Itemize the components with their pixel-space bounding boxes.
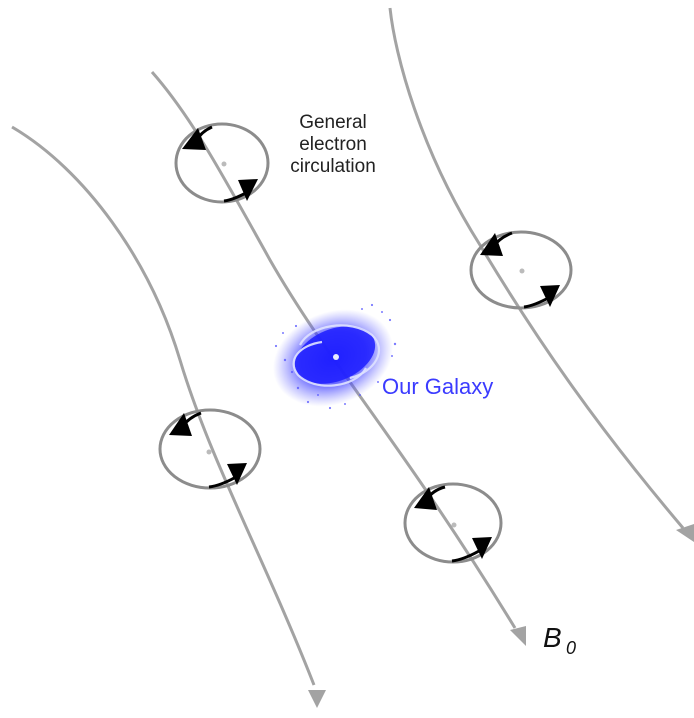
field-label-symbol: B	[543, 622, 562, 653]
galaxy-spiral-arm-2	[292, 340, 367, 387]
circulation-loop-3-ring	[158, 408, 262, 490]
galaxy-icon	[272, 303, 397, 410]
galaxy-dust	[274, 303, 397, 410]
circulation-loop-2-ring	[469, 230, 573, 310]
general-label-line-2: electron	[299, 134, 367, 155]
field-line-right-arrowhead	[676, 524, 694, 542]
circulation-loop-4-arc-lower	[451, 549, 480, 563]
circulation-loop-2-arc-lower	[523, 295, 551, 309]
circulation-loop-4-center	[451, 522, 457, 528]
circulation-loop-2-arrow-upper	[480, 233, 503, 256]
field-label-b0: B 0	[543, 622, 576, 658]
circulation-loop-2-center	[519, 268, 525, 274]
circulation-loop-4	[403, 482, 503, 564]
general-label-line-3: circulation	[290, 156, 376, 177]
field-label-subscript: 0	[566, 638, 576, 658]
field-line-right	[388, 7, 694, 542]
field-line-middle-arrowhead	[510, 626, 526, 646]
field-line-left	[11, 125, 326, 708]
galaxy-center-dot	[333, 354, 339, 360]
general-label-line-1: General	[299, 112, 367, 133]
galaxy-spiral-arm-1	[299, 324, 381, 380]
circulation-loop-2-arc-upper	[491, 231, 513, 248]
circulation-loop-1	[174, 122, 270, 204]
circulation-loop-1-ring	[174, 122, 270, 204]
galaxy-label: Our Galaxy	[382, 374, 493, 399]
circulation-loop-3-arc-upper	[180, 411, 202, 428]
general-electron-circulation-label: General electron circulation	[290, 112, 376, 177]
circulation-loop-1-arc-lower	[223, 190, 249, 203]
circulation-loop-3	[158, 408, 262, 490]
circulation-loop-4-arrow-lower	[472, 537, 492, 559]
circulation-loop-1-center	[221, 161, 227, 167]
circulation-loop-3-arrow-lower	[227, 463, 247, 485]
circulation-loop-2-arrow-lower	[540, 285, 560, 307]
field-line-left-arrowhead	[308, 690, 326, 708]
circulation-loop-3-arc-lower	[208, 475, 237, 489]
circulation-loop-4-arc-upper	[424, 485, 446, 501]
circulation-loop-2	[469, 230, 573, 310]
circulation-loop-1-arc-upper	[194, 125, 213, 142]
circulation-loop-1-arrow-lower	[238, 179, 258, 201]
circulation-loop-3-arrow-upper	[169, 413, 192, 436]
field-line-right-path	[388, 7, 685, 529]
circulation-loop-3-center	[206, 449, 212, 455]
field-line-left-path	[11, 125, 316, 686]
